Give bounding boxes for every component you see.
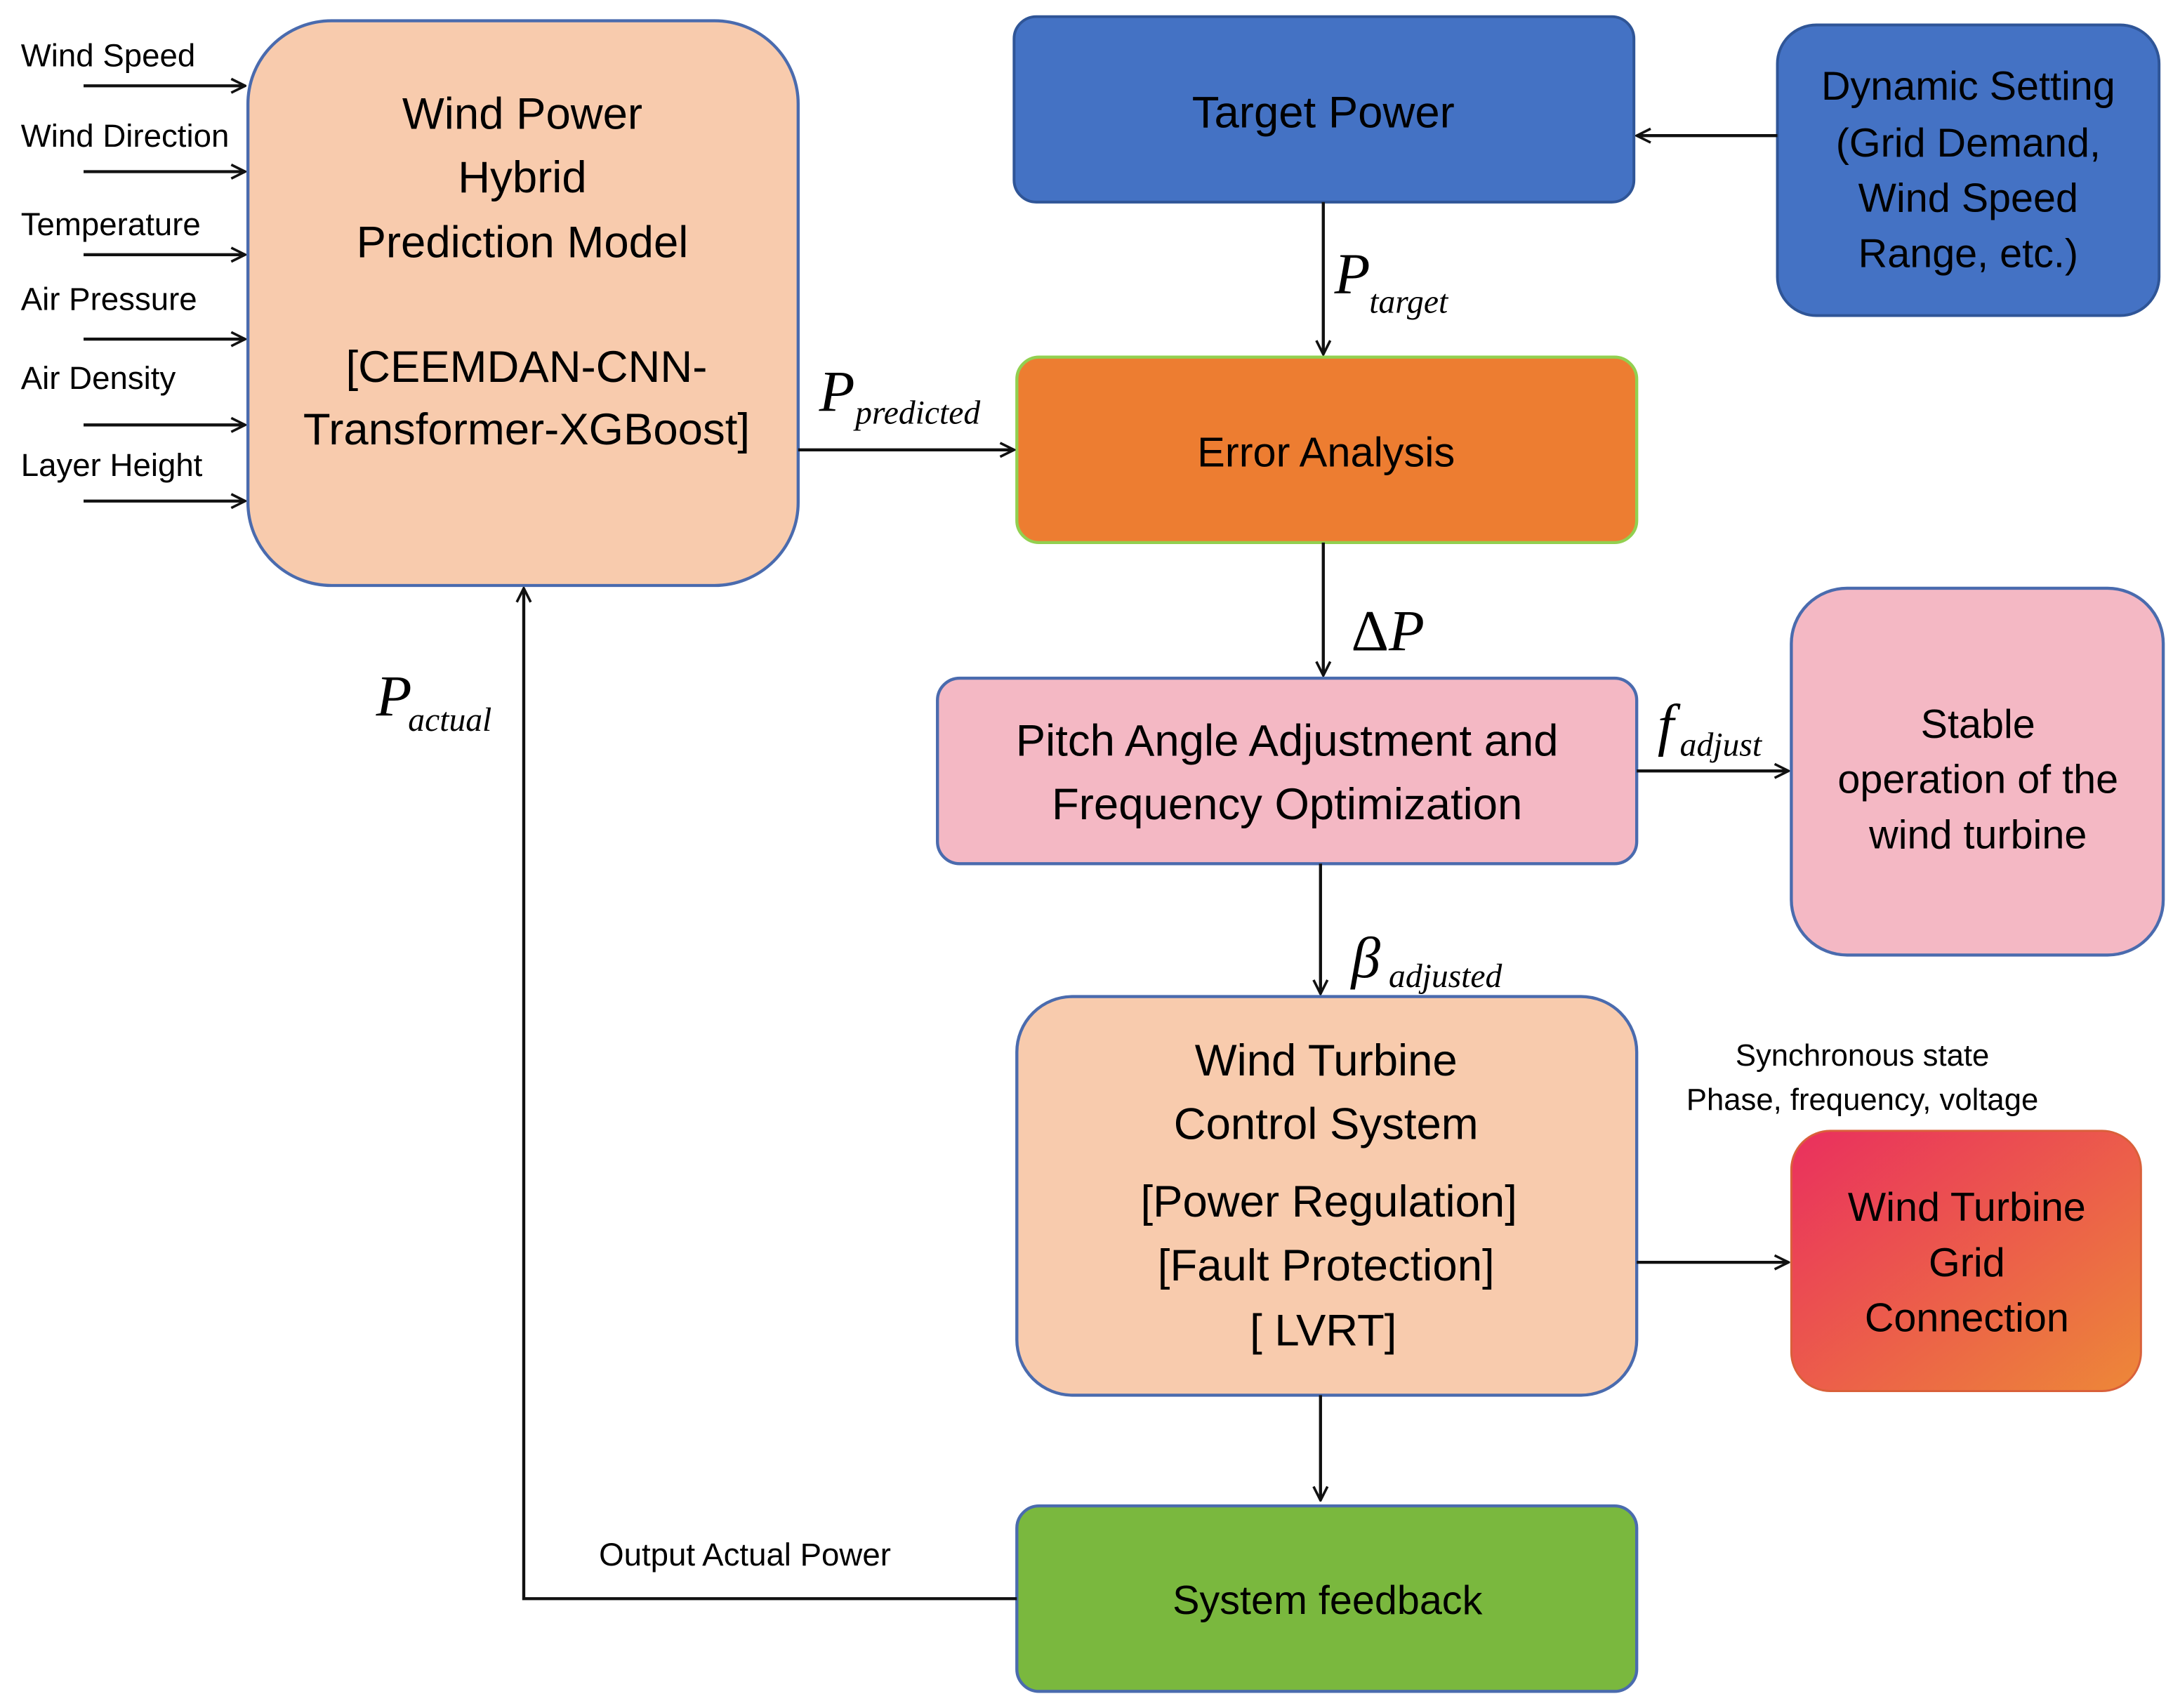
label-delta-p: ΔP <box>1351 599 1424 663</box>
prediction-model-line-5: Transformer-XGBoost] <box>303 405 750 454</box>
dynamic-setting-line-4: Range, etc.) <box>1858 232 2078 277</box>
error-analysis-box <box>1015 355 1639 545</box>
sync-state-line-2: Phase, frequency, voltage <box>1686 1083 2038 1117</box>
grid-connection-line-1: Wind Turbine <box>1848 1185 2086 1230</box>
prediction-model-line-3: Prediction Model <box>357 218 689 267</box>
input-list: Wind Speed Wind Direction Temperature Ai… <box>21 38 245 501</box>
control-system-line-1: Wind Turbine <box>1195 1036 1458 1085</box>
grid-connection-node: Wind Turbine Grid Connection <box>1790 1130 2142 1392</box>
label-p-target: P target <box>1334 241 1449 320</box>
dynamic-setting-line-3: Wind Speed <box>1858 176 2078 221</box>
input-label-wind-speed: Wind Speed <box>21 38 195 74</box>
error-analysis-node: Error Analysis <box>1015 355 1639 545</box>
input-label-temperature: Temperature <box>21 206 201 242</box>
grid-connection-line-3: Connection <box>1865 1296 2069 1341</box>
prediction-model-line-2: Hybrid <box>458 153 586 202</box>
control-system-box <box>1015 995 1639 1397</box>
label-p-actual-symbol: P <box>376 664 412 729</box>
pitch-adjustment-line-1: Pitch Angle Adjustment and <box>1016 717 1559 766</box>
prediction-model-line-1: Wind Power <box>402 90 642 139</box>
pitch-adjustment-box <box>936 676 1639 866</box>
label-p-predicted-subscript: predicted <box>853 395 980 431</box>
dynamic-setting-line-2: (Grid Demand, <box>1836 121 2101 166</box>
target-power-node: Target Power <box>1012 15 1636 204</box>
target-power-label: Target Power <box>1192 88 1455 138</box>
control-system-line-4: [Fault Protection] <box>1158 1241 1495 1290</box>
grid-connection-line-2: Grid <box>1929 1240 2005 1285</box>
grid-connection-box <box>1790 1130 2142 1392</box>
prediction-model-line-4: [CEEMDAN-CNN- <box>346 343 708 392</box>
pitch-adjustment-node: Pitch Angle Adjustment and Frequency Opt… <box>936 676 1639 866</box>
label-p-target-subscript: target <box>1369 284 1449 321</box>
label-p-predicted-symbol: P <box>819 359 855 424</box>
stable-operation-line-3: wind turbine <box>1868 813 2087 858</box>
label-delta-p-symbol: P <box>1388 599 1425 663</box>
input-label-air-pressure: Air Pressure <box>21 282 197 317</box>
label-beta-adjusted-symbol: β <box>1349 925 1380 990</box>
output-actual-power-label: Output Actual Power <box>599 1537 891 1573</box>
stable-operation-line-1: Stable <box>1921 702 2035 747</box>
stable-operation-node: Stable operation of the wind turbine <box>1790 586 2165 957</box>
prediction-model-box <box>246 19 800 588</box>
stable-operation-line-2: operation of the <box>1837 757 2118 802</box>
label-beta-adjusted-subscript: adjusted <box>1389 958 1502 995</box>
label-f-adjust-subscript: adjust <box>1680 727 1763 764</box>
prediction-model-node: Wind Power Hybrid Prediction Model [CEEM… <box>246 19 800 588</box>
stable-operation-box <box>1790 586 2165 957</box>
system-feedback-label: System feedback <box>1173 1578 1483 1623</box>
label-p-actual-subscript: actual <box>408 702 491 739</box>
label-f-adjust: f adjust <box>1658 693 1763 764</box>
system-feedback-node: System feedback <box>1015 1504 1639 1693</box>
dynamic-setting-line-1: Dynamic Setting <box>1821 64 2115 109</box>
error-analysis-label: Error Analysis <box>1197 429 1455 476</box>
dynamic-setting-box <box>1776 23 2161 317</box>
label-p-actual: P actual <box>376 664 492 739</box>
label-beta-adjusted: β adjusted <box>1349 925 1502 995</box>
control-system-line-2: Control System <box>1174 1100 1479 1149</box>
control-system-line-3: [Power Regulation] <box>1141 1177 1517 1226</box>
sync-state-line-1: Synchronous state <box>1736 1039 1989 1073</box>
input-label-layer-height: Layer Height <box>21 447 203 483</box>
pitch-adjustment-line-2: Frequency Optimization <box>1052 780 1522 829</box>
control-system-node: Wind Turbine Control System [Power Regul… <box>1015 995 1639 1397</box>
label-p-predicted: P predicted <box>819 359 981 431</box>
control-system-line-5: [ LVRT] <box>1250 1306 1396 1356</box>
dynamic-setting-node: Dynamic Setting (Grid Demand, Wind Speed… <box>1776 23 2161 317</box>
input-label-air-density: Air Density <box>21 360 176 396</box>
arrow-feedback-to-prediction <box>524 588 1017 1601</box>
input-label-wind-direction: Wind Direction <box>21 118 230 154</box>
label-p-target-symbol: P <box>1334 241 1370 306</box>
label-f-adjust-symbol: f <box>1658 693 1681 757</box>
label-delta-p-prefix: Δ <box>1351 599 1389 663</box>
